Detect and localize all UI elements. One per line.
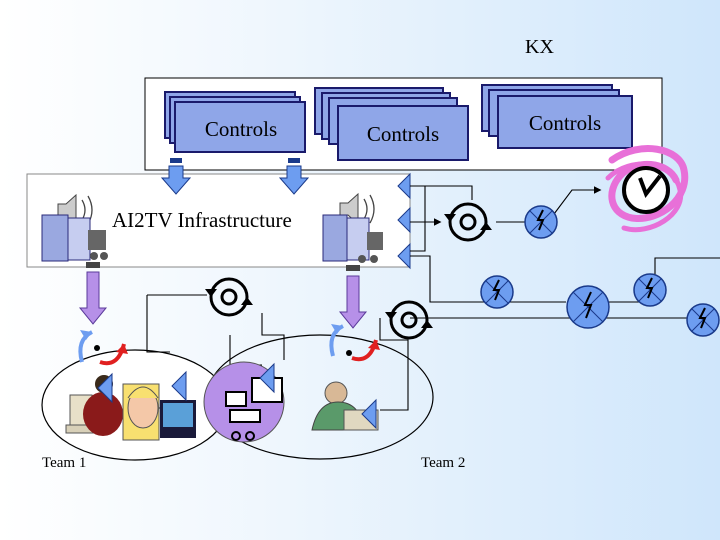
cycle-icon-3	[385, 300, 433, 340]
video-client-icon-2	[322, 192, 383, 263]
team2-man-icon	[311, 381, 379, 431]
controls-label-3-text: Controls	[528, 111, 602, 135]
team2-port-1	[259, 362, 275, 394]
team2-sync-icon	[329, 324, 380, 362]
probe-icon-5	[686, 303, 720, 337]
cycle-icon-1	[444, 202, 492, 242]
controls-down-arrow-1	[160, 158, 192, 195]
team2-feed-arrow	[338, 265, 368, 329]
controls-label-2-text: Controls	[366, 122, 440, 146]
team1-port-2	[171, 370, 187, 402]
probe-icon-3	[566, 285, 610, 329]
probe-icon-2	[480, 275, 514, 309]
video-client-icon-1	[41, 193, 108, 262]
team2-label: Team 2	[421, 455, 466, 471]
team1-pc-user-icon	[65, 375, 123, 436]
team1-sync-icon	[78, 330, 128, 366]
controls-group-1	[164, 91, 306, 153]
kx-swirl-logo	[605, 145, 689, 233]
controls-group-2	[314, 87, 469, 161]
team1-label: Team 1	[42, 455, 87, 471]
infrastructure-label: AI2TV Infrastructure	[112, 208, 292, 232]
controls-label-1-text: Controls	[204, 117, 278, 141]
kx-label: KX	[525, 36, 554, 58]
team1-port-1	[97, 372, 113, 404]
team1-woman-icon	[122, 383, 196, 441]
team1-feed-arrow	[78, 262, 108, 325]
cycle-icon-2	[205, 277, 253, 317]
probe-icon-1	[524, 205, 558, 239]
controls-group-3	[481, 84, 633, 149]
controls-down-arrow-2	[278, 158, 310, 195]
probe-icon-4	[633, 273, 667, 307]
team2-port-2	[361, 398, 377, 430]
infrastructure-ports	[397, 172, 411, 270]
